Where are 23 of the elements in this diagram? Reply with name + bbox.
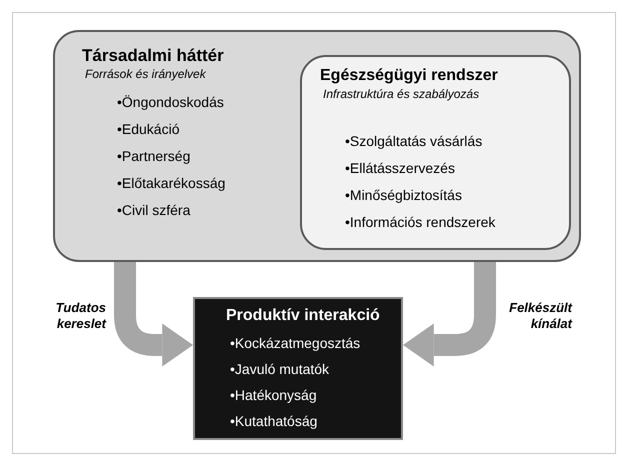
panel-subtitle: Infrastruktúra és szabályozás [323,88,480,102]
list-item: •Szolgáltatás vásárlás [345,133,482,150]
edge-label: Felkészült kínálat [508,300,572,332]
list-item: •Előtakarékosság [117,175,226,192]
result-box [193,297,403,440]
edge-label: Tudatos kereslet [54,300,106,332]
list-item: •Minőségbiztosítás [345,187,462,204]
panel-subtitle: Források és irányelvek [85,68,206,82]
panel-title: Egészségügyi rendszer [320,67,498,86]
list-item: •Javuló mutatók [230,361,330,378]
group-panel [53,30,581,262]
list-item: •Edukáció [117,121,180,138]
list-item: •Civil szféra [117,202,190,218]
list-item: •Hatékonyság [230,387,317,404]
list-item: •Partnerség [117,148,190,164]
list-item: •Ellátásszervezés [345,160,455,176]
panel-title: Produktív interakció [226,307,380,326]
group-panel [300,55,571,250]
list-item: •Kockázatmegosztás [230,335,360,352]
panel-title: Társadalmi háttér [82,46,224,66]
list-item: •Öngondoskodás [117,94,224,110]
list-item: •Információs rendszerek [345,214,496,230]
list-item: •Kutathatóság [230,413,318,430]
